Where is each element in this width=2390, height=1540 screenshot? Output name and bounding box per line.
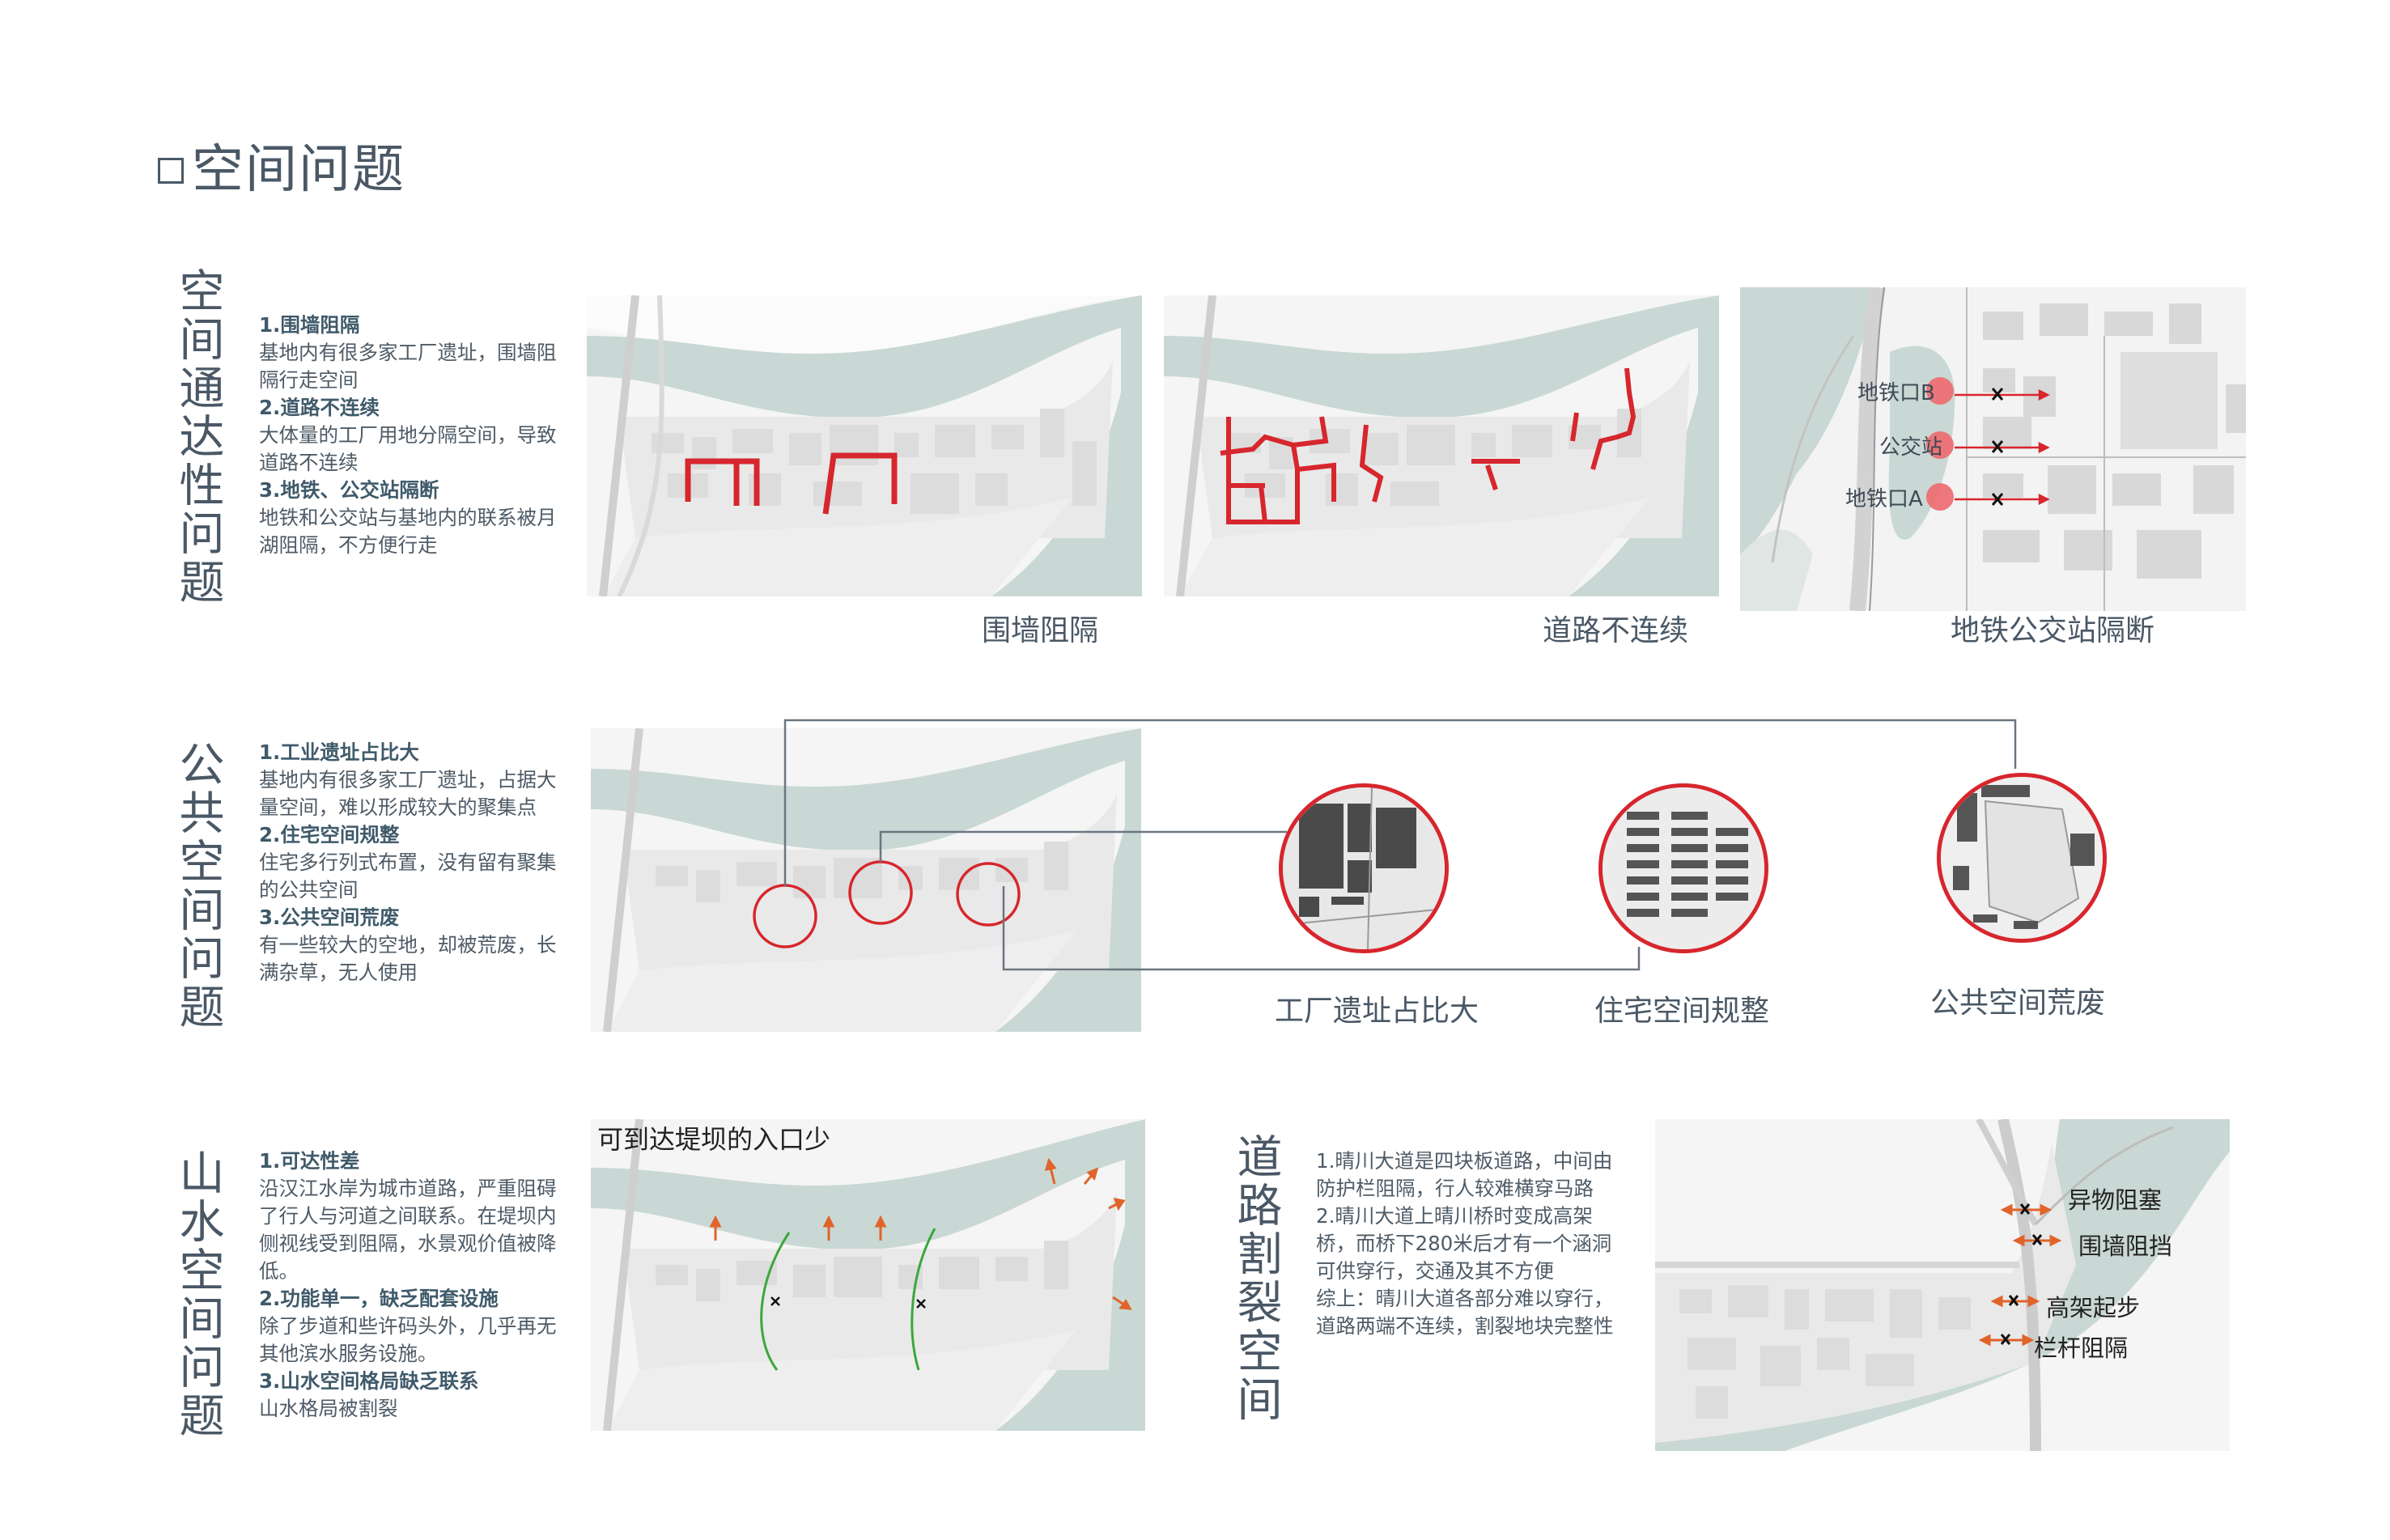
section2-title: 公共空间问题 [172, 740, 224, 1032]
road-split-map [1655, 1119, 2230, 1451]
caption-wall-barrier: 围墙阻隔 [982, 614, 1099, 647]
section3-item3-text: 山水格局被割裂 [259, 1397, 398, 1420]
zoom-factory-ruins [1279, 783, 1449, 953]
caption-factory-ruins: 工厂遗址占比大 [1275, 995, 1479, 1028]
transit-label-metro-b: 地铁口B [1857, 381, 1935, 405]
section4-title: 道路割裂空间 [1229, 1133, 1282, 1424]
section1-item1-heading: 1.围墙阻隔 [259, 313, 360, 337]
section4-paragraph1: 1.晴川大道是四块板道路，中间由防护栏阻隔，行人较难横穿马路 [1316, 1149, 1613, 1200]
caption-abandoned-space: 公共空间荒废 [1930, 986, 2106, 1020]
wall-barrier-map [587, 295, 1142, 596]
section4-description: 1.晴川大道是四块板道路，中间由防护栏阻隔，行人较难横穿马路 2.晴川大道上晴川… [1316, 1148, 1620, 1340]
section1-title: 空间通达性问题 [172, 267, 224, 607]
section3-item2-text: 除了步道和些许码头外，几乎再无其他滨水服务设施。 [259, 1314, 557, 1365]
section1-item3-text: 地铁和公交站与基地内的联系被月湖阻隔，不方便行走 [259, 506, 557, 557]
section3-item2-heading: 2.功能单一，缺乏配套设施 [259, 1287, 499, 1310]
caption-road-discontinuity: 道路不连续 [1543, 614, 1689, 647]
section2-item2-text: 住宅多行列式布置，没有留有聚集的公共空间 [259, 851, 557, 902]
transit-label-bus-stop: 公交站 [1879, 435, 1943, 460]
section3-item1-heading: 1.可达性差 [259, 1149, 360, 1173]
transit-barrier-map [1740, 287, 2246, 611]
caption-transit-barrier: 地铁公交站隔断 [1951, 614, 2155, 647]
section4-paragraph2: 2.晴川大道上晴川桥时变成高架桥，而桥下280米后才有一个涵洞可供穿行，交通及其… [1316, 1204, 1612, 1283]
section1-item1-text: 基地内有很多家工厂遗址，围墙阻隔行走空间 [259, 341, 557, 392]
road-discontinuity-map [1164, 295, 1719, 596]
page-title: 空间问题 [158, 128, 405, 202]
title-square-icon [158, 158, 184, 184]
section1-item3-heading: 3.地铁、公交站隔断 [259, 478, 439, 502]
public-space-map [591, 728, 1141, 1032]
section1-description: 1.围墙阻隔 基地内有很多家工厂遗址，围墙阻隔行走空间 2.道路不连续 大体量的… [259, 312, 560, 559]
label-wall-block: 围墙阻挡 [2078, 1232, 2173, 1260]
section3-item1-text: 沿汉江水岸为城市道路，严重阻碍了行人与河道之间联系。在堤坝内侧视线受到阻隔，水景… [259, 1177, 557, 1283]
zoom-abandoned-space [1937, 773, 2107, 943]
transit-overlay: 地铁口B 公交站 地铁口A [1740, 287, 2246, 611]
section2-item3-text: 有一些较大的空地，却被荒废，长满杂草，无人使用 [259, 933, 557, 984]
section1-item2-heading: 2.道路不连续 [259, 396, 380, 419]
caption-residential-grid: 住宅空间规整 [1594, 995, 1770, 1028]
section3-description: 1.可达性差 沿汉江水岸为城市道路，严重阻碍了行人与河道之间联系。在堤坝内侧视线… [259, 1148, 560, 1423]
section2-item3-heading: 3.公共空间荒废 [259, 906, 400, 929]
section1-item2-text: 大体量的工厂用地分隔空间，导致道路不连续 [259, 423, 557, 474]
section3-title: 山水空间问题 [172, 1149, 224, 1440]
section2-description: 1.工业遗址占比大 基地内有很多家工厂遗址，占据大量空间，难以形成较大的聚集点 … [259, 739, 560, 986]
section4-paragraph3: 综上：晴川大道各部分难以穿行，道路两端不连续，割裂地块完整性 [1316, 1287, 1614, 1338]
transit-label-metro-a: 地铁口A [1845, 487, 1923, 511]
section2-item2-heading: 2.住宅空间规整 [259, 823, 400, 846]
section2-item1-heading: 1.工业遗址占比大 [259, 740, 419, 764]
label-railing-block: 栏杆阻隔 [2034, 1334, 2129, 1362]
section2-item1-text: 基地内有很多家工厂遗址，占据大量空间，难以形成较大的聚集点 [259, 768, 557, 819]
zoom-residential-grid [1598, 783, 1768, 953]
label-elevated-start: 高架起步 [2046, 1294, 2141, 1322]
section3-item3-heading: 3.山水空间格局缺乏联系 [259, 1369, 479, 1393]
waterfront-map-label: 可到达堤坝的入口少 [597, 1124, 831, 1155]
waterfront-access-map [591, 1119, 1145, 1431]
label-obstruction: 异物阻塞 [2068, 1186, 2163, 1214]
